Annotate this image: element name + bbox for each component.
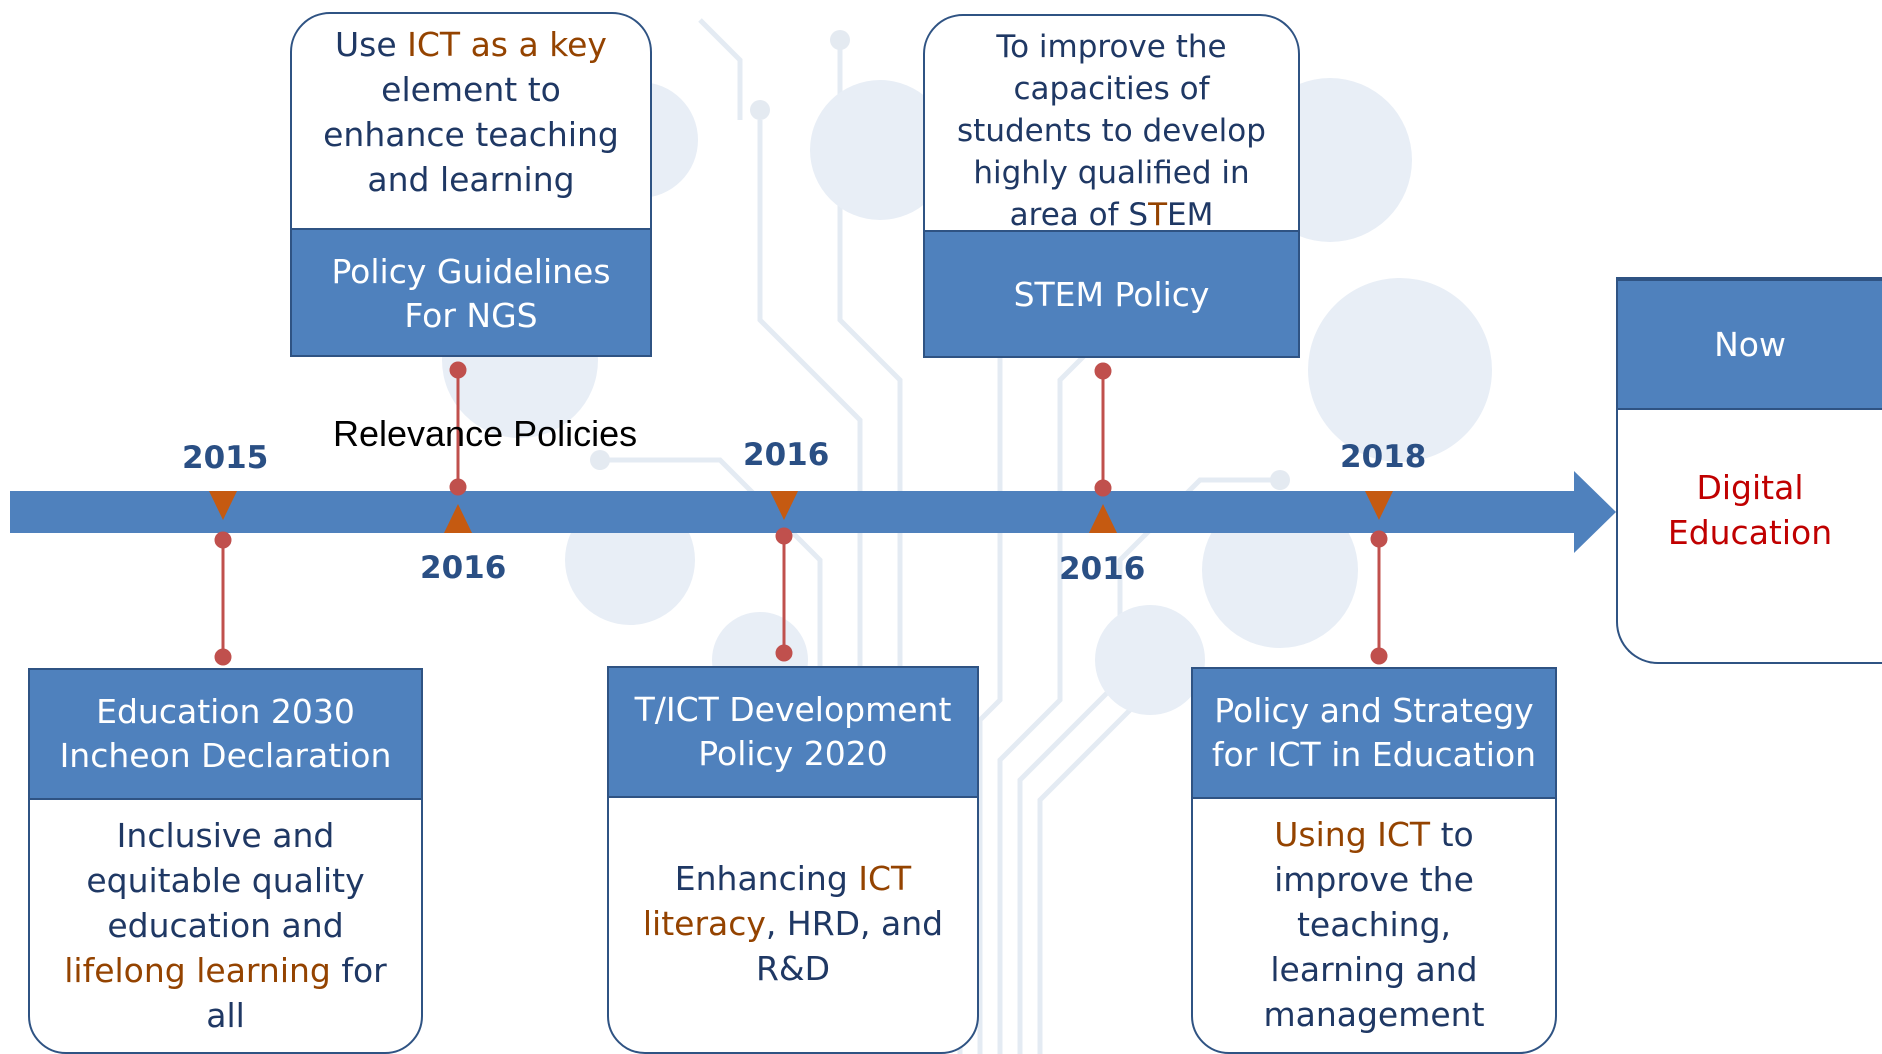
card-tict-description: Enhancing ICT literacy, HRD, and R&D — [642, 858, 944, 988]
card-ngs-description: Use ICT as a key element to enhance teac… — [323, 25, 619, 199]
marker-2016-ngs — [444, 504, 472, 533]
timeline-arrow-head — [1574, 471, 1616, 553]
card-policy-guidelines-ngs: Use ICT as a key element to enhance teac… — [290, 12, 652, 357]
card-stem-policy: To improve the capacities of students to… — [923, 14, 1300, 358]
year-2015: 2015 — [182, 440, 269, 476]
card-incheon-description: Inclusive and equitable quality educatio… — [64, 815, 387, 1035]
year-2016-stem: 2016 — [1059, 551, 1146, 587]
marker-2015 — [209, 491, 237, 520]
card-stem-description: To improve the capacities of students to… — [957, 29, 1266, 233]
marker-2016-tict — [770, 491, 798, 520]
year-2018: 2018 — [1340, 439, 1427, 475]
card-stem-title: STEM Policy — [925, 230, 1298, 356]
card-ict-edu-description: Using ICT to improve the teaching, learn… — [1263, 814, 1485, 1034]
marker-2018 — [1365, 491, 1393, 520]
relevance-policies-label: Relevance Policies — [333, 413, 638, 454]
year-2016-tict: 2016 — [743, 437, 830, 473]
marker-2016-stem — [1089, 504, 1117, 533]
year-2016-ngs: 2016 — [420, 550, 507, 586]
card-now-title: Now — [1618, 279, 1882, 410]
